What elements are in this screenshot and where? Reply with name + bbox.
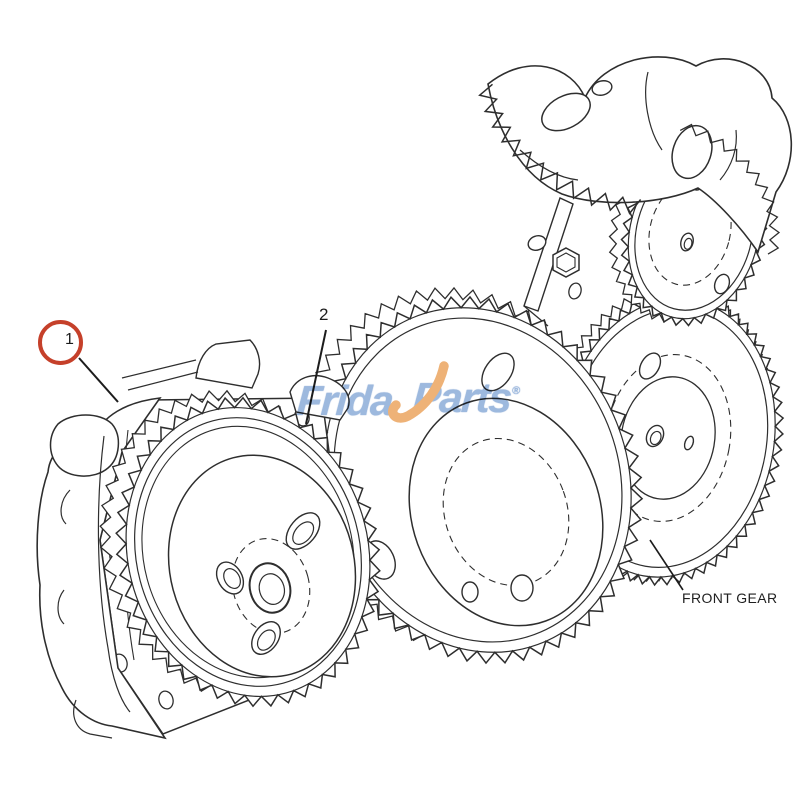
gear-hole-inner [292,521,315,545]
balancer-hole [591,80,613,96]
bracket-hole [568,282,582,300]
callout-1-leader [78,357,119,403]
pump-lug [49,414,120,477]
gear-hole [251,621,281,655]
bracket-strip [523,197,574,312]
gear-pitch-circle [231,538,311,634]
gear-hole [510,574,534,602]
balancer-contour [645,71,663,151]
gear-face [408,397,604,627]
gear-rim [125,406,371,698]
gear-hole-inner [683,237,693,250]
balancer-teeth [679,123,781,255]
front-gear-label: FRONT GEAR [682,590,778,606]
callout-1-circle: 1 [38,320,83,365]
gear-hole [683,435,695,451]
balancer-contour [719,129,737,181]
gear-hole [713,273,731,295]
pump-top-lug [289,374,350,421]
gear-hole-inner [649,430,662,446]
pump-gear [99,389,381,708]
pump-ridge [127,371,199,391]
gear-hole [481,352,515,392]
callout-1-number: 1 [65,331,74,348]
gear-hole [248,562,292,614]
gear-hole-inner [258,573,286,605]
balancer-hole [541,92,591,132]
hex-bolt-inner [556,252,576,273]
balancer-contour [519,149,579,181]
pump-contour [57,589,65,625]
pump-contour [60,489,71,525]
gear-hole [461,581,479,603]
gear-hole-inner [256,629,276,651]
pump-contour [97,435,131,713]
callout-2-leader [305,329,327,425]
pump-top-lug [195,339,261,389]
hex-bolt [552,247,580,278]
callout-2-number: 2 [319,305,329,324]
balancer-gear-segment [478,56,793,255]
gear-hole [285,512,321,550]
gear-hole [215,561,245,595]
leader-lines [78,329,684,591]
front-gear-leader [649,539,684,591]
gear-hole [638,352,662,380]
pump-ridge [121,359,197,379]
bracket-stud [527,235,547,251]
mounting-bracket [523,197,582,327]
balancer-hole [671,124,713,180]
flange-bolt-hole [158,690,174,710]
gear-hole-inner [223,568,241,590]
pump-spout [73,699,113,739]
balancer-teeth [478,83,642,215]
gear-rim [134,417,362,687]
gear-pitch-circle [442,437,570,587]
